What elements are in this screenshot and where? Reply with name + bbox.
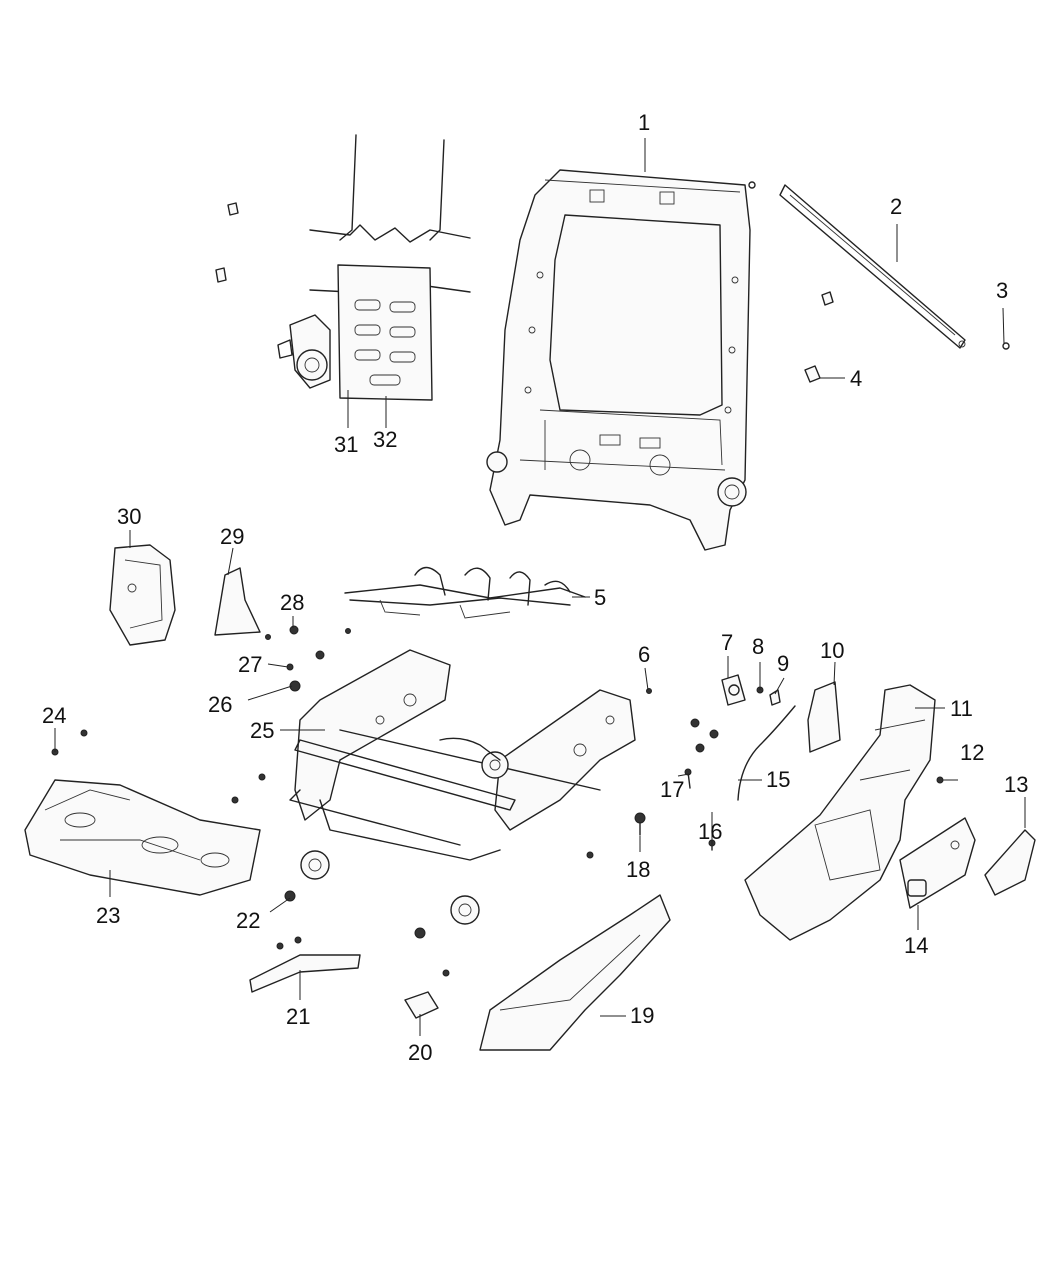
callout-31: 31 (334, 432, 358, 457)
callout-28: 28 (280, 590, 304, 615)
callout-3: 3 (996, 278, 1008, 303)
clip-small (821, 291, 834, 306)
clip-b (215, 267, 227, 283)
clip-a (227, 202, 239, 216)
callout-2: 2 (890, 194, 902, 219)
callout-30: 30 (117, 504, 141, 529)
bracket-21 (249, 954, 361, 993)
switch-panel-14 (899, 817, 976, 909)
callout-4: 4 (850, 366, 862, 391)
callout-19: 19 (630, 1003, 654, 1028)
callout-15: 15 (766, 767, 790, 792)
cover-29 (214, 567, 261, 636)
callout-8: 8 (752, 634, 764, 659)
callout-16: 16 (698, 819, 722, 844)
seat-pan-shield (24, 779, 261, 896)
cable-15 (737, 705, 796, 801)
callout-29: 29 (220, 524, 244, 549)
callout-27: 27 (238, 652, 262, 677)
callout-32: 32 (373, 427, 397, 452)
seat-cushion-frame (289, 649, 636, 925)
front-trim-19 (479, 894, 671, 1051)
callout-22: 22 (236, 908, 260, 933)
clip-4 (804, 365, 821, 383)
back-suspension-mat (309, 134, 471, 401)
callout-11: 11 (950, 696, 973, 721)
bracket-10 (807, 681, 841, 753)
callout-17: 17 (660, 777, 684, 802)
callout-18: 18 (626, 857, 650, 882)
callout-13: 13 (1004, 772, 1028, 797)
clip-9 (769, 689, 781, 706)
callout-labels: 1 2 3 4 5 6 7 8 9 10 11 12 13 14 15 16 1… (42, 110, 1028, 1065)
knob-13 (984, 829, 1036, 896)
callout-7: 7 (721, 630, 733, 655)
callout-24: 24 (42, 703, 66, 728)
switch-20 (404, 991, 439, 1019)
callout-9: 9 (777, 651, 789, 676)
side-shield-30 (109, 544, 176, 646)
lumbar-motor (277, 314, 331, 389)
cushion-springs (344, 566, 586, 619)
callout-21: 21 (286, 1004, 310, 1029)
callout-12: 12 (960, 740, 984, 765)
callout-1: 1 (638, 110, 650, 135)
callout-6: 6 (638, 642, 650, 667)
callout-25: 25 (250, 718, 274, 743)
seat-back-frame (486, 169, 751, 551)
callout-20: 20 (408, 1040, 432, 1065)
callout-5: 5 (594, 585, 606, 610)
callout-26: 26 (208, 692, 232, 717)
outer-side-shield (744, 684, 936, 941)
callout-23: 23 (96, 903, 120, 928)
cross-rod (779, 184, 966, 349)
nut-3 (1002, 342, 1010, 350)
callout-10: 10 (820, 638, 844, 663)
actuator-7 (721, 674, 746, 706)
callout-14: 14 (904, 933, 928, 958)
leader-lines (54, 138, 1026, 1036)
